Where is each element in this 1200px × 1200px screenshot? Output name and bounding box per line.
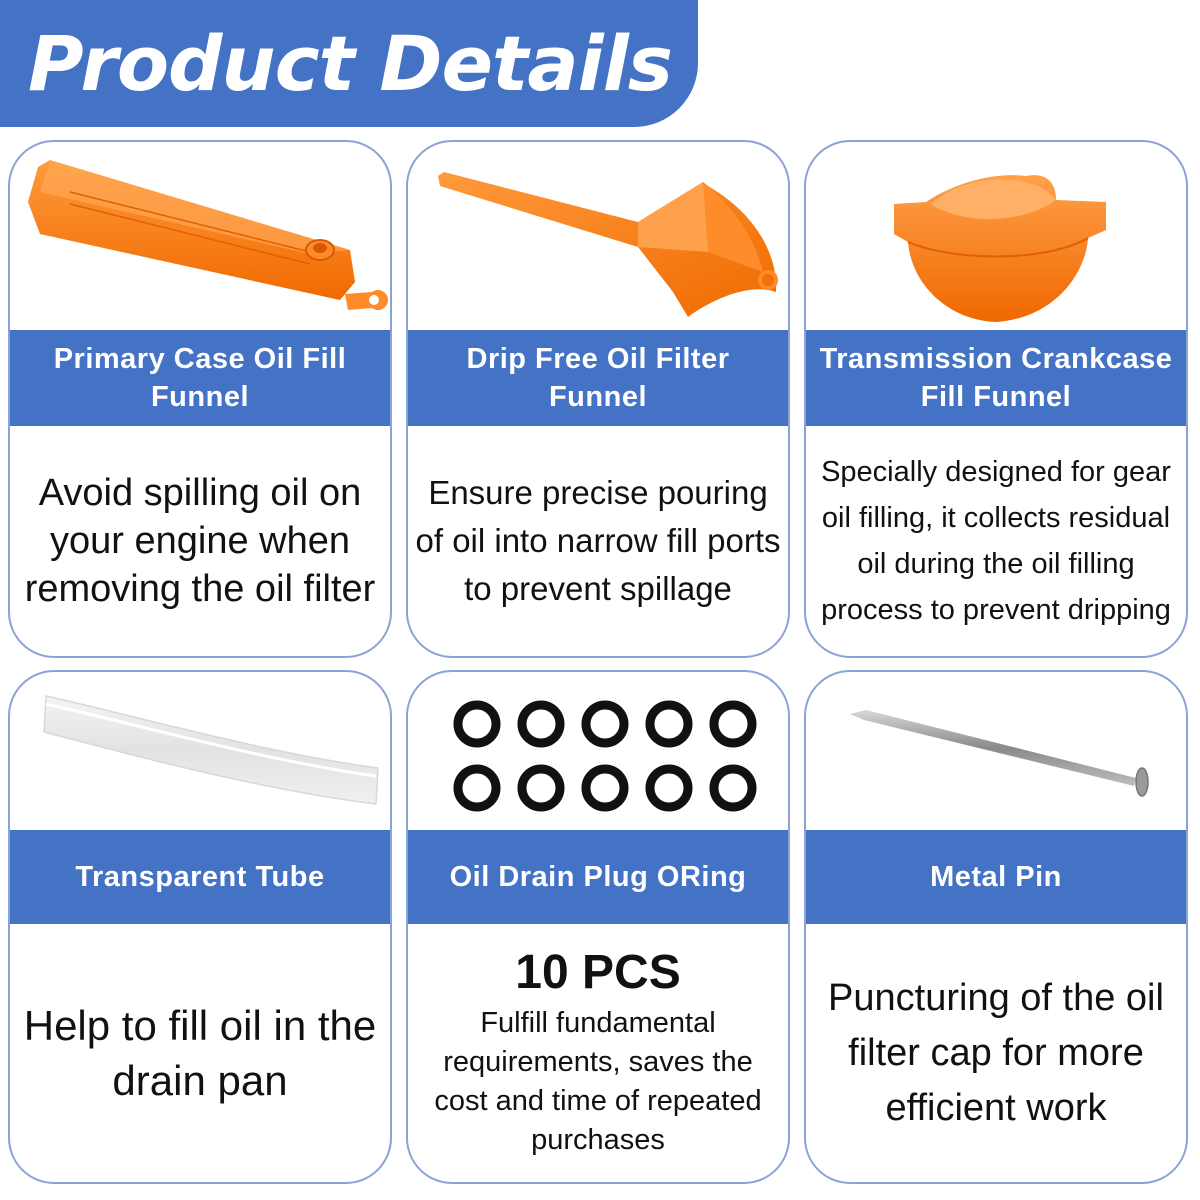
product-card-transmission-funnel: Transmission Crankcase Fill Funnel Speci… [804,140,1188,658]
card-title: Drip Free Oil Filter Funnel [466,343,730,413]
card-description-area: Specially designed for gear oil filling,… [806,426,1186,656]
product-image [806,672,1186,830]
card-description-area: Help to fill oil in the drain pan [10,924,390,1182]
product-image [10,142,390,330]
card-title-bar: Drip Free Oil Filter Funnel [408,330,788,426]
header-banner: Product Details [0,0,698,127]
card-description-area: Puncturing of the oil filter cap for mor… [806,924,1186,1182]
card-description: Ensure precise pouring of oil into narro… [415,474,781,607]
product-image [806,142,1186,330]
card-description: Help to fill oil in the drain pan [23,1002,377,1104]
o-rings-icon [453,700,757,812]
product-image [408,142,788,330]
quantity-label: 10 PCS [515,946,681,999]
card-title: Primary Case Oil Fill Funnel [53,343,347,413]
card-title-bar: Transparent Tube [10,830,390,924]
product-card-o-rings: Oil Drain Plug ORing 10 PCS Fulfill fund… [406,670,790,1184]
metal-pin-icon [850,710,1149,797]
card-title: Metal Pin [930,861,1062,893]
card-description: Fulfill fundamental requirements, saves … [434,1007,762,1156]
card-title: Transparent Tube [75,861,325,893]
product-image [10,672,390,830]
transparent-tube-icon [43,695,379,805]
card-title-bar: Primary Case Oil Fill Funnel [10,330,390,426]
long-spout-funnel-icon [28,160,389,310]
card-description: Puncturing of the oil filter cap for mor… [828,976,1164,1129]
crankcase-funnel-icon [894,175,1106,322]
card-description-area: Avoid spilling oil on your engine when r… [10,426,390,656]
card-description: Specially designed for gear oil filling,… [821,456,1171,626]
product-card-drip-free-funnel: Drip Free Oil Filter Funnel Ensure preci… [406,140,790,658]
cone-funnel-icon [438,172,778,317]
card-title-bar: Transmission Crankcase Fill Funnel [806,330,1186,426]
card-description-area: Ensure precise pouring of oil into narro… [408,426,788,656]
card-description-area: 10 PCS Fulfill fundamental requirements,… [408,924,788,1182]
product-card-transparent-tube: Transparent Tube Help to fill oil in the… [8,670,392,1184]
page-title: Product Details [28,19,673,108]
product-card-metal-pin: Metal Pin Puncturing of the oil filter c… [804,670,1188,1184]
product-image [408,672,788,830]
card-title-bar: Oil Drain Plug ORing [408,830,788,924]
card-description: Avoid spilling oil on your engine when r… [24,472,376,610]
card-title: Oil Drain Plug ORing [449,861,747,893]
card-title: Transmission Crankcase Fill Funnel [819,343,1173,413]
product-card-primary-case-funnel: Primary Case Oil Fill Funnel Avoid spill… [8,140,392,658]
card-title-bar: Metal Pin [806,830,1186,924]
